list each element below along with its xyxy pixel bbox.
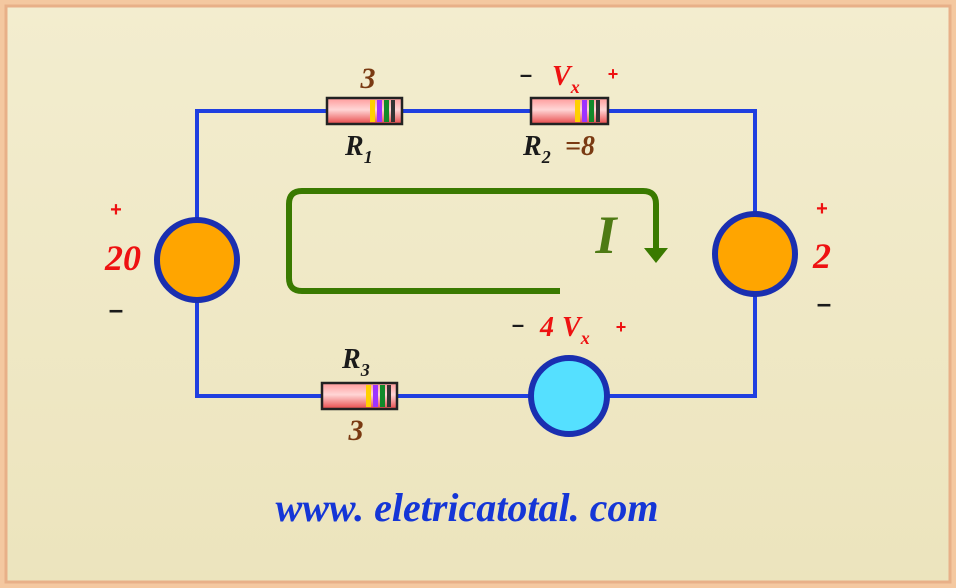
voltage-source-left <box>154 217 240 303</box>
dependent-source-plus: + <box>616 317 627 337</box>
right-source-value: 2 <box>812 236 831 276</box>
resistor-r1 <box>325 96 404 126</box>
r3-value: 3 <box>348 414 364 447</box>
vx-plus-sign: + <box>608 64 619 84</box>
resistor-r2 <box>529 96 610 126</box>
voltage-source-right <box>712 211 798 297</box>
vx-label: Vx <box>552 61 580 97</box>
top-wire <box>195 109 757 222</box>
website-url: www. eletricatotal. com <box>276 485 659 530</box>
r2-name: R2 <box>522 131 551 167</box>
dependent-source <box>528 355 610 437</box>
left-source-minus: – <box>109 294 123 324</box>
resistor-r3 <box>320 381 399 411</box>
wires <box>195 109 757 398</box>
r2-value: =8 <box>565 131 595 162</box>
left-source-value: 20 <box>104 238 141 278</box>
right-source-minus: – <box>817 288 831 318</box>
left-source-plus: + <box>110 199 122 221</box>
current-label: I <box>594 205 618 265</box>
r1-name: R1 <box>344 131 373 167</box>
r3-name: R3 <box>341 344 370 380</box>
right-source-plus: + <box>816 198 828 220</box>
r1-value: 3 <box>360 62 376 95</box>
current-loop-arrow <box>286 188 668 294</box>
dependent-source-minus: – <box>512 312 524 337</box>
bottom-wire <box>195 292 757 398</box>
vx-minus-sign: – <box>520 62 532 87</box>
